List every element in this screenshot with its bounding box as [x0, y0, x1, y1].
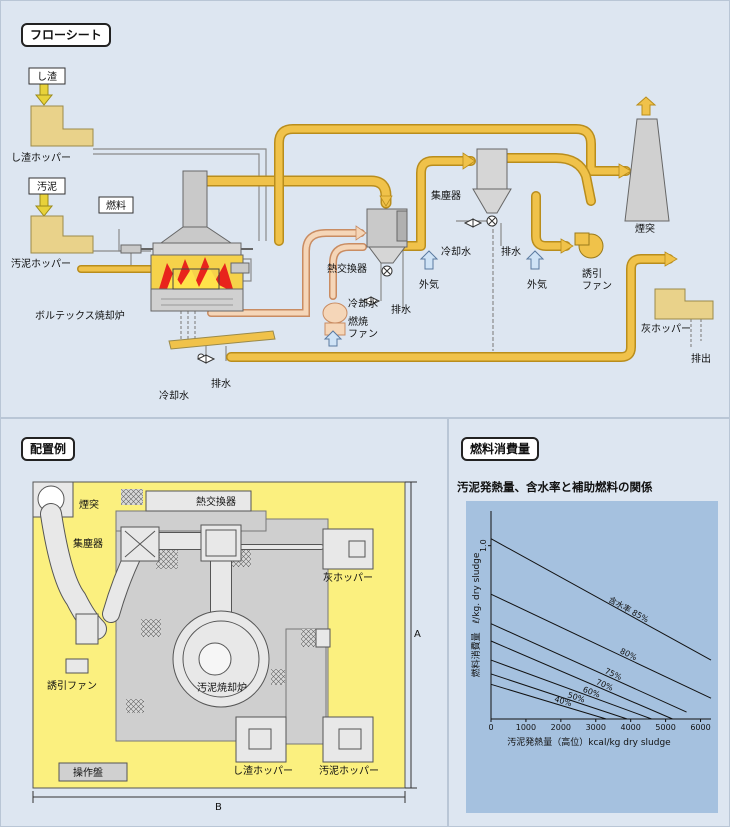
- chart-ylabel: 燃料消費量 ℓ/kg. dry sludge: [470, 552, 482, 677]
- outside-air-arrows: [323, 250, 545, 347]
- layout-diagram: 煙突 熱交換器 集塵器 灰ホッパー 誘引ファン 汚泥焼却炉 操作盤 し渣ホッパー…: [32, 481, 421, 813]
- chart-xlabel: 汚泥発熱量（高位）kcal/kg dry sludge: [507, 736, 671, 748]
- series-line-70pct: [490, 640, 673, 720]
- odei-hopper-box: [322, 716, 374, 763]
- layout-label-odei-hopper: 汚泥ホッパー: [319, 764, 379, 777]
- odei-hopper-inner: [338, 728, 362, 750]
- chart-x-tick-label: 5000: [655, 723, 675, 732]
- heat-exchanger-box: [145, 490, 252, 512]
- combustion-fan-shape: [322, 302, 348, 336]
- label-furnace: ボルテックス焼却炉: [35, 310, 125, 322]
- label-combustion-fan-2: ファン: [348, 329, 378, 340]
- label-drain-bottom: 排水: [211, 377, 231, 390]
- dimension-lines: [32, 481, 417, 803]
- label-shisa-hopper: し渣ホッパー: [11, 151, 71, 164]
- label-dust-collector: 集塵器: [431, 189, 461, 202]
- series-line-60pct: [490, 659, 652, 720]
- chart-x-tick-label: 4000: [621, 723, 641, 732]
- layout-tag: 配置例: [21, 437, 76, 461]
- series-line-85pct: [490, 538, 712, 661]
- layout-label-furnace: 汚泥焼却炉: [197, 681, 247, 694]
- layout-label-heat-exchanger: 熱交換器: [196, 495, 236, 508]
- chart-x-tick-label: 6000: [690, 723, 710, 732]
- flow-sheet-diagram: し渣 し渣ホッパー 汚泥 汚泥ホッパー 燃料 ボルテックス焼却炉 熱交換器 冷却…: [11, 67, 714, 402]
- shisa-hopper-box: [235, 716, 287, 763]
- input-arrows: [34, 82, 657, 217]
- induced-fan-shape: [574, 232, 604, 259]
- label-cooling-water-hx: 冷却水: [348, 297, 378, 310]
- layout-label-induced-fan: 誘引ファン: [47, 679, 97, 692]
- hx-unit-box: [200, 524, 242, 562]
- dust-collector-shape: [472, 148, 512, 227]
- chart-x-tick-label: 2000: [551, 723, 571, 732]
- dimension-label-b: B: [215, 802, 222, 813]
- chart-x-tick-label: 1000: [516, 723, 536, 732]
- label-shisa-in: し渣: [37, 70, 57, 83]
- ash-hopper-foot: [315, 628, 331, 648]
- label-discharge: 排出: [691, 352, 711, 365]
- shisa-hopper-shape: [30, 105, 94, 147]
- layout-furnace: [172, 610, 270, 708]
- series-line-40pct: [490, 683, 607, 720]
- chart-y-tick-label: 1.0: [479, 539, 488, 552]
- flow-arrows: [355, 152, 678, 267]
- ash-hopper-inner: [348, 540, 366, 558]
- layout-label-dust-collector: 集塵器: [73, 537, 103, 550]
- odei-hopper-shape: [30, 215, 94, 254]
- dust-collector-x: [124, 530, 156, 558]
- layout-label-chimney: 煙突: [79, 498, 99, 511]
- label-odei-in: 汚泥: [37, 180, 57, 193]
- chart-title: 汚泥発熱量、含水率と補助燃料の関係: [457, 480, 653, 494]
- heat-exchanger-shape: [366, 208, 408, 277]
- label-ash-hopper: 灰ホッパー: [641, 322, 691, 335]
- chart-x-tick-label: 0: [488, 723, 493, 732]
- chart-bg: [466, 501, 718, 813]
- label-odei-hopper: 汚泥ホッパー: [11, 257, 71, 270]
- label-induced-fan-1: 誘引: [582, 267, 602, 280]
- label-induced-fan-2: ファン: [582, 281, 612, 292]
- label-drain-dc: 排水: [501, 245, 521, 258]
- fuel-panel: 燃料消費量 汚泥発熱量、含水率と補助燃料の関係 含水率 85%80%75%70%…: [448, 418, 730, 827]
- label-outside-air-1: 外気: [419, 278, 439, 291]
- chimney-shape: [624, 118, 670, 222]
- shisa-input-box: [28, 67, 66, 85]
- valves: [196, 218, 483, 364]
- label-cooling-water-bottom: 冷却水: [159, 389, 189, 402]
- layout-label-ash-hopper: 灰ホッパー: [323, 571, 373, 584]
- side-slab: [285, 628, 327, 745]
- flow-sheet-tag: フローシート: [21, 23, 111, 47]
- induced-fan-box: [75, 613, 99, 645]
- induced-fan-motor: [65, 658, 89, 674]
- series-line-75pct: [490, 623, 687, 713]
- control-panel-box: [58, 762, 128, 782]
- label-combustion-fan-1: 燃焼: [348, 315, 368, 328]
- ash-hopper-shape: [654, 288, 714, 320]
- label-drain-hx: 排水: [391, 303, 411, 316]
- flow-sheet-panel: し渣 し渣ホッパー 汚泥 汚泥ホッパー 燃料 ボルテックス焼却炉 熱交換器 冷却…: [0, 0, 730, 418]
- layout-panel: 煙突 熱交換器 集塵器 灰ホッパー 誘引ファン 汚泥焼却炉 操作盤 し渣ホッパー…: [0, 418, 448, 827]
- shisa-hopper-inner: [248, 728, 272, 750]
- label-outside-air-2: 外気: [527, 278, 547, 291]
- vortex-furnace: [120, 170, 253, 312]
- layout-label-control-panel: 操作盤: [73, 766, 103, 779]
- series-line-80pct: [490, 593, 712, 699]
- dimension-label-a: A: [414, 629, 421, 640]
- layout-label-shisa-hopper: し渣ホッパー: [233, 764, 293, 777]
- chart-x-tick-label: 3000: [586, 723, 606, 732]
- series-line-50pct: [490, 673, 628, 720]
- fuel-box: [98, 196, 134, 214]
- combustion-air-duct: [207, 229, 367, 317]
- label-cooling-water-dc: 冷却水: [441, 245, 471, 258]
- label-chimney: 煙突: [635, 222, 655, 235]
- label-fuel: 燃料: [106, 199, 126, 212]
- odei-input-box: [28, 177, 66, 195]
- hx-unit-inner: [205, 529, 237, 557]
- fuel-tag: 燃料消費量: [461, 437, 540, 461]
- label-heat-exchanger: 熱交換器: [327, 262, 367, 275]
- chart-ticks: 0 1000 2000 3000 4000 5000 6000 1.0: [479, 539, 711, 732]
